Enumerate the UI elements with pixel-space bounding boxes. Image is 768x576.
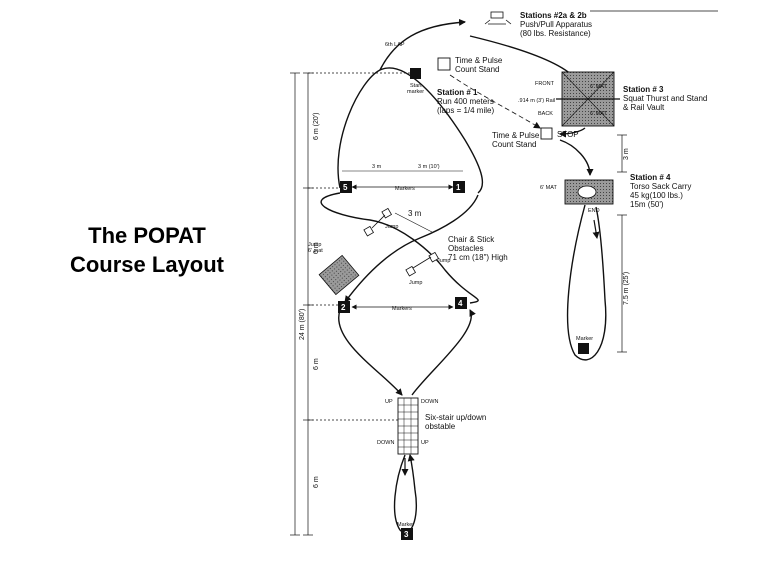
top-loop-path <box>337 67 483 194</box>
stop-label: STOP <box>557 130 579 139</box>
jump-label-1: Jump <box>385 224 398 230</box>
svg-text:3: 3 <box>404 530 409 539</box>
jump-mat-label-2: 6' mat <box>308 248 323 254</box>
time-pulse-mid-1: Time & Pulse <box>492 131 540 140</box>
stair-up-right: UP <box>421 440 429 446</box>
stair-down-left: DOWN <box>377 440 394 446</box>
time-pulse-stand-top <box>437 57 451 71</box>
station1-line2: (laps = 1/4 mile) <box>437 106 494 115</box>
dim-6-b: 6 m <box>313 358 320 370</box>
station2-title: Stations #2a & 2b <box>520 11 587 20</box>
dim-3m-diag: 3 m <box>408 209 422 218</box>
station3-mat <box>556 71 620 127</box>
bottom-loop-path <box>393 454 417 534</box>
jump-mat <box>318 254 360 296</box>
left-middle-path <box>320 192 479 304</box>
marker-right <box>578 343 589 354</box>
marker-bottom-label: Marker <box>397 522 414 528</box>
right-middle-path <box>344 194 479 303</box>
stair-up-left: UP <box>385 399 393 405</box>
dim-6-c: 6 m <box>313 476 320 488</box>
stop-to-station4-path <box>559 139 594 176</box>
markers-mid-label: Markers <box>392 306 412 312</box>
station3-line2: & Rail Vault <box>623 103 665 112</box>
time-pulse-mid-2: Count Stand <box>492 140 536 149</box>
station3-line1: Squat Thurst and Stand <box>623 94 707 103</box>
stair-label-2: obstable <box>425 422 456 431</box>
station1-title: Station # 1 <box>437 88 478 97</box>
svg-text:1: 1 <box>456 183 461 192</box>
six-stair-obstacle <box>397 397 419 455</box>
right-dimension-lines <box>617 134 627 353</box>
dim-3m-vertical: 3 m <box>623 148 630 160</box>
mid-to-stairs-left <box>338 309 403 396</box>
jump-label-2: Jump <box>437 258 450 264</box>
station1-to-timestand-path <box>449 74 541 129</box>
marker-4: 4 <box>455 297 467 309</box>
station4-line3: 15m (50') <box>630 200 664 209</box>
dim-80: 24 m (80') <box>299 309 306 340</box>
dim-3m-diag-line <box>394 212 433 233</box>
markers-top-label: Markers <box>395 186 415 192</box>
station4-title: Station # 4 <box>630 173 671 182</box>
chair-obstacles <box>363 207 440 277</box>
chair-label-2: Obstacles <box>448 244 484 253</box>
start-marker-label-1: Start <box>410 83 422 89</box>
station3-to-stop-path <box>559 127 586 138</box>
jump-mat-label-1: Jump <box>308 242 321 248</box>
dim-3m-right: 3 m (10') <box>418 164 440 170</box>
station3-title: Station # 3 <box>623 85 664 94</box>
marker-right-label: Marker <box>576 336 593 342</box>
dim-3m-left: 3 m <box>372 164 382 170</box>
station2-line2: (80 lbs. Resistance) <box>520 29 591 38</box>
mat-label-top: 6' MAT <box>590 84 607 90</box>
rail-label: .914 m (3') Rail <box>518 98 555 104</box>
svg-text:2: 2 <box>341 303 346 312</box>
chair-label-3: 71 cm (18") High <box>448 253 508 262</box>
station2-apparatus <box>484 11 512 25</box>
stair-down-right: DOWN <box>421 399 438 405</box>
back-label: BACK <box>538 111 553 117</box>
station4-line1: Torso Sack Carry <box>630 182 691 191</box>
station2-line1: Push/Pull Apparatus <box>520 20 592 29</box>
dim-25: 7.5 m (25') <box>623 272 630 305</box>
lap-label: 6th LAP <box>385 42 405 48</box>
stairs-to-mid-right <box>411 309 476 396</box>
lap-arrow-path <box>379 18 466 71</box>
marker-3: 3 <box>401 528 413 540</box>
station4-loop-path <box>566 204 607 361</box>
station4-end-label: END <box>588 208 600 214</box>
slide-title: The POPAT Course Layout <box>62 221 232 279</box>
start-marker <box>410 68 421 79</box>
time-pulse-stand-mid <box>540 127 553 140</box>
chair-label-1: Chair & Stick <box>448 235 495 244</box>
marker-1: 1 <box>453 181 465 193</box>
svg-text:5: 5 <box>343 183 348 192</box>
mat-label-bottom: 6' MAT <box>590 111 607 117</box>
left-dimension-lines <box>290 72 410 536</box>
svg-text:4: 4 <box>458 299 463 308</box>
station4-arrow <box>592 219 600 239</box>
jump-label-3: Jump <box>409 280 422 286</box>
stair-label-1: Six-stair up/down <box>425 413 486 422</box>
station1-line1: Run 400 meters <box>437 97 494 106</box>
title-line-2: Course Layout <box>69 252 225 277</box>
dim-20: 6 m (20') <box>313 113 320 140</box>
station4-mat <box>564 179 614 205</box>
title-line-1: The POPAT <box>88 223 206 248</box>
station4-mat-label: 6' MAT <box>540 185 557 191</box>
front-label: FRONT <box>535 81 555 87</box>
start-marker-label-2: marker <box>407 89 424 95</box>
marker-2: 2 <box>338 301 350 313</box>
station4-line2: 45 kg(100 lbs.) <box>630 191 683 200</box>
time-pulse-top-1: Time & Pulse <box>455 56 503 65</box>
marker-5: 5 <box>340 181 352 193</box>
time-pulse-top-2: Count Stand <box>455 65 499 74</box>
dim-6-a: 6 m <box>313 242 320 254</box>
